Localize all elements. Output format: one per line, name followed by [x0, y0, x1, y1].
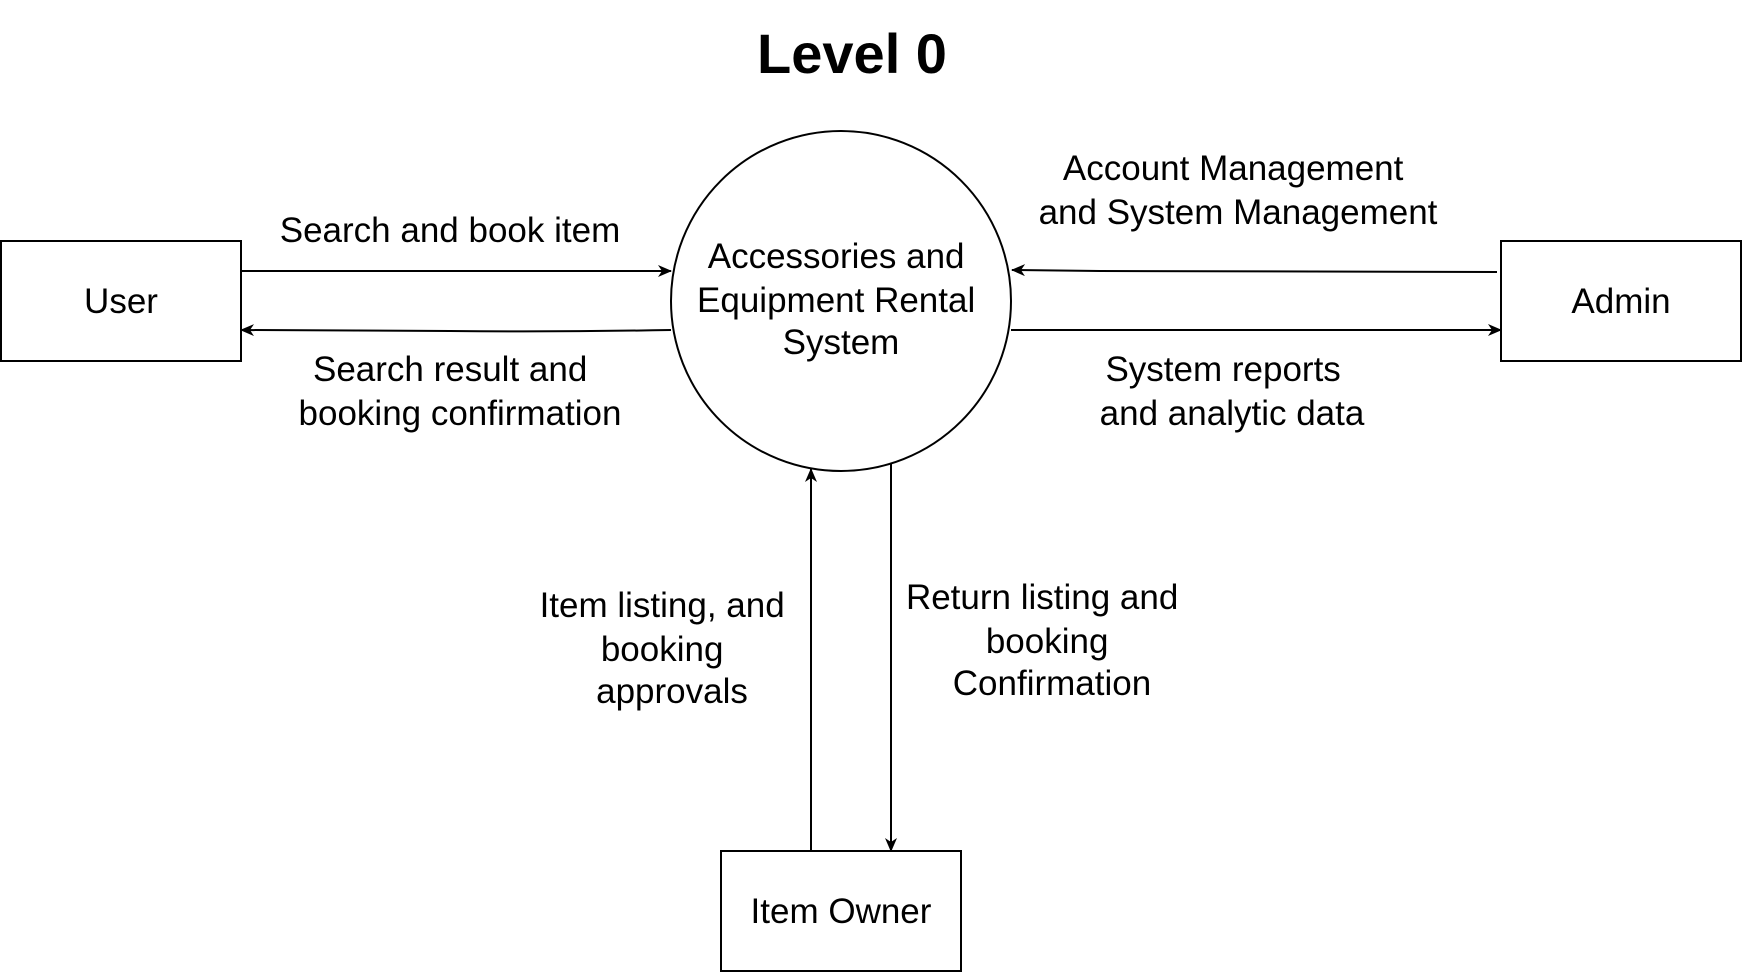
process-node[interactable]: Accessories and Equipment Rental System [670, 130, 1012, 472]
flow-label-line: Search result and [313, 350, 587, 389]
flow-label-line: Search and book item [280, 211, 620, 250]
process-label-line: Accessories and [708, 237, 965, 276]
entity-admin-label: Admin [1571, 282, 1670, 321]
flow-system-to-admin-label: System reports and analytic data [1100, 350, 1365, 433]
entity-user-label: User [84, 282, 158, 321]
entity-user-box [0, 240, 242, 362]
flow-label-line: booking [986, 622, 1109, 661]
flow-system-to-user[interactable]: Search result and booking confirmation [240, 324, 672, 433]
flow-system-to-owner-label: Return listing and booking Confirmation [906, 578, 1188, 703]
flow-label-line: Account Management [1063, 149, 1404, 188]
entity-item-owner-label: Item Owner [751, 892, 932, 931]
process-label-line: System [783, 323, 900, 362]
flow-system-to-admin[interactable]: System reports and analytic data [1011, 324, 1502, 433]
process-label-line: Equipment Rental [697, 281, 975, 320]
flow-label-line: and System Management [1039, 193, 1438, 232]
process-label: Accessories and Equipment Rental System [697, 237, 985, 362]
flow-admin-to-system-label: Account Management and System Management [1039, 149, 1438, 232]
flow-system-to-owner[interactable]: Return listing and booking Confirmation [885, 463, 1188, 852]
flow-owner-to-system[interactable]: Item listing, and booking approvals [540, 468, 817, 851]
flow-label-line: Confirmation [953, 664, 1151, 703]
flow-admin-to-system[interactable]: Account Management and System Management [1011, 149, 1498, 277]
entity-item-owner-box [720, 850, 962, 972]
flow-label-line: System reports [1105, 350, 1340, 389]
flow-label-line: Return listing and [906, 578, 1178, 617]
flow-label-line: booking [601, 630, 724, 669]
flow-user-to-system-label: Search and book item [280, 211, 620, 250]
process-circle [670, 130, 1012, 472]
entity-user[interactable]: User [0, 240, 242, 362]
entity-admin[interactable]: Admin [1500, 240, 1742, 362]
flow-owner-to-system-label: Item listing, and booking approvals [540, 586, 795, 711]
entity-admin-box [1500, 240, 1742, 362]
flow-system-to-user-arrow [240, 324, 672, 337]
flow-admin-to-system-arrow [1011, 264, 1498, 277]
flow-label-line: and analytic data [1100, 394, 1365, 433]
flow-label-line: approvals [596, 672, 748, 711]
flow-system-to-user-label: Search result and booking confirmation [299, 350, 622, 433]
entity-item-owner[interactable]: Item Owner [720, 850, 962, 972]
flow-label-line: booking confirmation [299, 394, 622, 433]
flow-user-to-system[interactable]: Search and book item [241, 211, 672, 277]
diagram-title: Level 0 [757, 22, 947, 85]
flow-label-line: Item listing, and [540, 586, 785, 625]
